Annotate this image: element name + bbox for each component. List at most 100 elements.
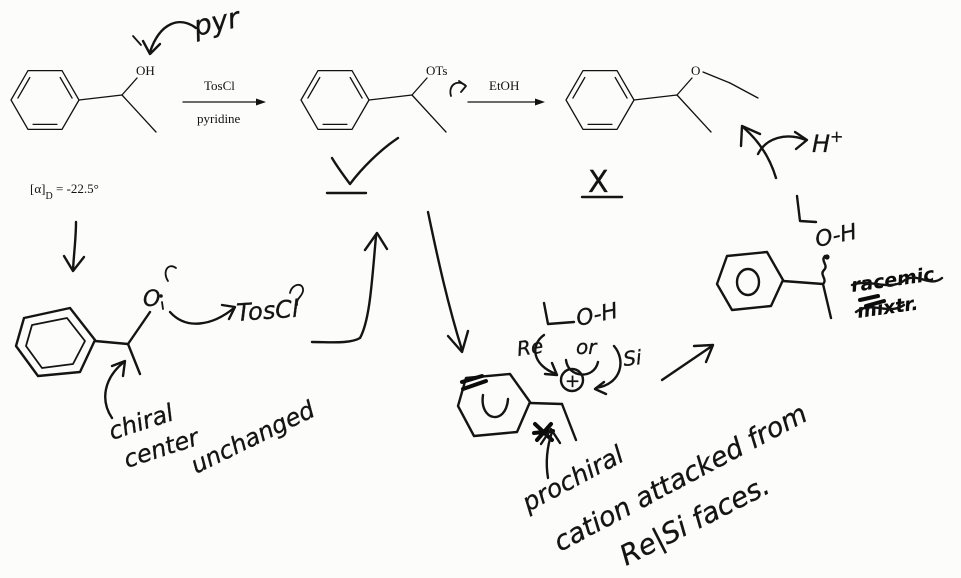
ring-carbon-bond [368,94,413,101]
reaction-arrow-1 [182,98,266,106]
hand-drawn-alcohol [14,306,152,378]
charge-dot [824,254,830,260]
pyridine-attack-arrow [132,21,198,56]
arrow-stroke [104,360,126,420]
carbon-oxygen-bond [411,77,428,96]
or-arc [564,358,600,376]
ethyl-bond [729,82,759,99]
tosyl-chloride-note: TosCl [235,295,299,327]
rotation-prefix: [α] [30,181,45,196]
proton-loss-arrow [756,130,809,156]
charge-circle [559,367,585,393]
arrow-head [446,329,470,354]
arrow-head [256,98,266,106]
methyl-bond [821,282,833,320]
attack-to-product-arrow [660,343,715,382]
alcohol-oxygen-label: O [143,287,160,312]
ring-carbon-bond [528,401,564,406]
ether-oxygen-label: O [691,63,700,78]
scribble-stroke [854,303,906,314]
lone-pair-marks [159,265,177,310]
arrow-head [535,98,545,106]
benzene-ring [715,250,785,312]
arrow-head [593,380,608,396]
arrow-head [220,303,237,321]
arrow-head [62,254,86,273]
carbon-oxygen-bond [126,310,152,346]
lone-pair-arc [164,265,177,282]
proton-label: H+ [812,127,843,158]
ring-carbon-bond [78,94,123,101]
arrow-stroke [534,333,558,376]
arrow-stroke [742,126,778,180]
reaction-arrow-2 [467,98,545,106]
ring-carbon-bond [93,339,130,346]
aromatic-circle [735,267,761,297]
arrow-head [110,359,127,378]
lone-pair-dot [159,294,163,298]
bent-arrow-to-tosylate [310,231,389,344]
down-arrow [62,220,86,273]
tosylate-label: OTs [426,63,447,78]
oxonium-hydroxyl-note: O-H [813,220,859,253]
benzene-ring [300,69,370,131]
chiral-note-line-3: unchanged [186,395,319,479]
methyl-bond [121,94,157,133]
ionization-arrow [426,210,470,354]
deprotonation-arrow [739,124,778,180]
methyl-bond [126,342,142,376]
arrow-stroke [756,135,808,156]
arrow-stroke [71,220,78,272]
lone-pair-dot [161,301,164,310]
benzene-inner-ring [25,317,86,369]
starting-alcohol-structure [10,69,157,133]
benzene-ring [565,69,635,131]
racemic-intermediate-structure [715,194,833,320]
re-face-attack-arrow [534,333,559,377]
arrow-stroke [310,234,378,344]
electron-tick [132,35,142,46]
carbocation-structure [456,367,585,442]
methyl-bond [676,94,712,133]
check-mark-icon [325,136,400,195]
carbon-oxygen-bond [121,77,138,96]
chloride-mark [289,283,304,306]
proton-symbol: H [812,130,830,158]
reagent-tosyl-chloride: TosCl [204,78,235,93]
si-face-attack-arrow [593,344,622,396]
ring-carbon-bond [633,94,678,101]
or-label: or [576,335,598,359]
cross-mark: X [588,165,609,200]
ethyl-skeleton [795,194,818,224]
arrow-stroke [426,210,464,352]
arrow-stroke [148,21,198,54]
reagent-pyridine: pyridine [197,111,241,126]
methyl-bond [411,94,447,133]
arrow-stroke [168,306,236,325]
benzene-ring [10,69,80,131]
arrow-stroke [545,430,554,480]
rotation-value: = -22.5° [53,181,99,196]
aromatic-circle [481,393,510,419]
arrow-head [141,39,162,56]
oxygen-to-tosyl-arrow [168,303,237,325]
ethanol-skeleton [542,301,576,326]
wavy-bond [821,254,827,286]
benzene-ring [14,306,97,378]
hydroxyl-label: OH [136,63,155,78]
ink-scribble [460,374,488,391]
arrow-head [543,361,559,377]
chiral-center-arrow [104,359,127,420]
prochiral-pointer-arrow [539,427,562,480]
si-face-label: Si [622,345,643,371]
optical-rotation: [α]D = -22.5° [30,181,99,202]
check-stroke [330,136,400,186]
reagent-ethanol: EtOH [489,78,519,93]
arrow-head [692,343,715,364]
scribble-stroke [850,276,944,287]
ring-carbon-bond [781,279,825,286]
ethanol-hydroxyl-note: O-H [574,299,620,332]
carbon-oxygen-bond [676,77,693,96]
rotation-subscript: D [45,191,52,202]
